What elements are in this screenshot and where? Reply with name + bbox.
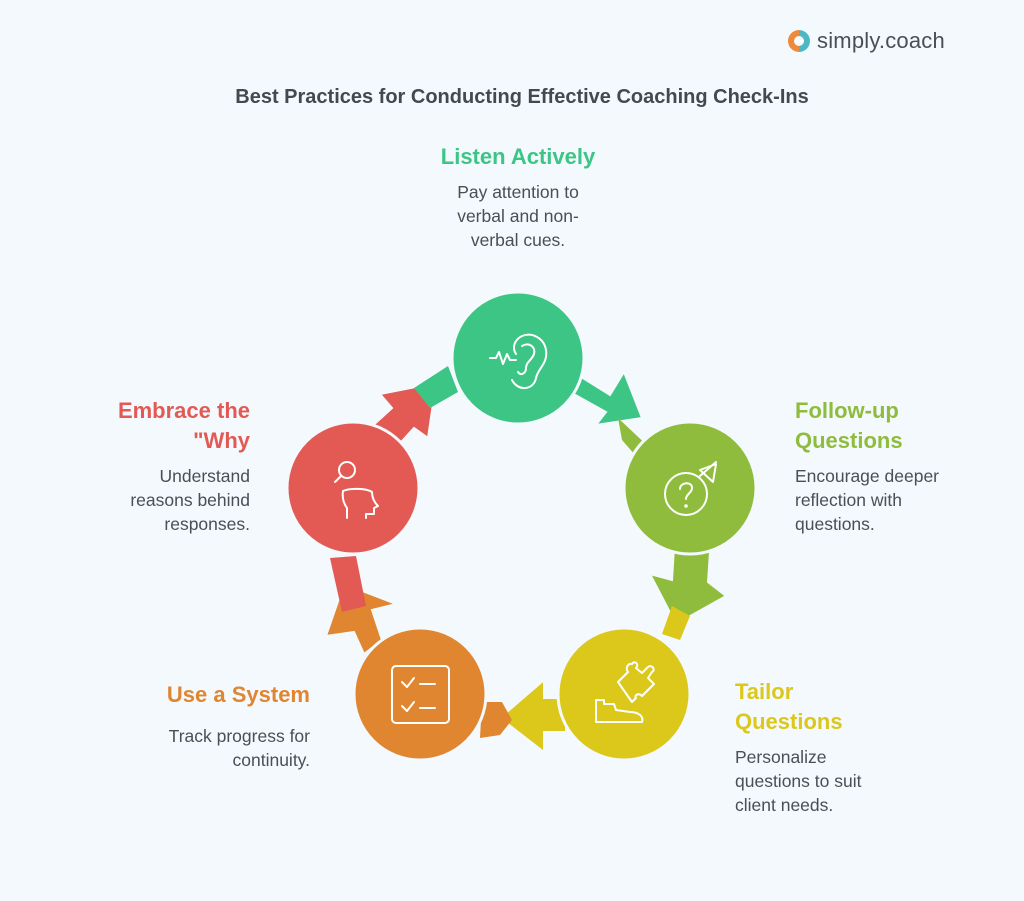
node-why (285, 420, 421, 556)
node-system (352, 626, 488, 762)
arrow-tailor-to-system (498, 606, 690, 755)
step-system: Use a System Track progress for continui… (110, 680, 310, 772)
step-description: Understand reasons behind responses. (130, 466, 250, 534)
head-search-icon (334, 461, 379, 519)
step-follow-up: Follow-up Questions Encourage deeper ref… (795, 396, 995, 536)
step-title: Follow-up Questions (795, 398, 903, 453)
step-description: Personalize questions to suit client nee… (735, 747, 862, 815)
node-listen (450, 290, 586, 426)
brand-logo: simply.coach (787, 28, 945, 54)
node-tailor (556, 626, 692, 762)
brand-name: simply.coach (817, 28, 945, 53)
step-why: Embrace the "Why Understand reasons behi… (50, 396, 250, 536)
checklist-icon (391, 665, 450, 724)
page-title: Best Practices for Conducting Effective … (235, 86, 809, 108)
step-tailor: Tailor Questions Personalize questions t… (735, 677, 935, 817)
simply-coach-logo-icon (788, 30, 810, 52)
step-listen: Listen Actively Pay attention to verbal … (418, 142, 618, 252)
question-arrow-icon (664, 461, 717, 516)
node-follow-up (622, 420, 758, 556)
step-description: Encourage deeper reflection with questio… (795, 466, 939, 534)
step-title: Tailor Questions (735, 679, 843, 734)
step-title: Use a System (166, 682, 310, 707)
ear-sound-icon (489, 333, 548, 389)
step-description: Pay attention to verbal and non- verbal … (457, 182, 579, 250)
step-title: Embrace the "Why (117, 398, 250, 453)
step-description: Track progress for continuity. (168, 726, 310, 770)
step-title: Listen Actively (440, 144, 596, 169)
puzzle-hand-icon (595, 661, 655, 723)
